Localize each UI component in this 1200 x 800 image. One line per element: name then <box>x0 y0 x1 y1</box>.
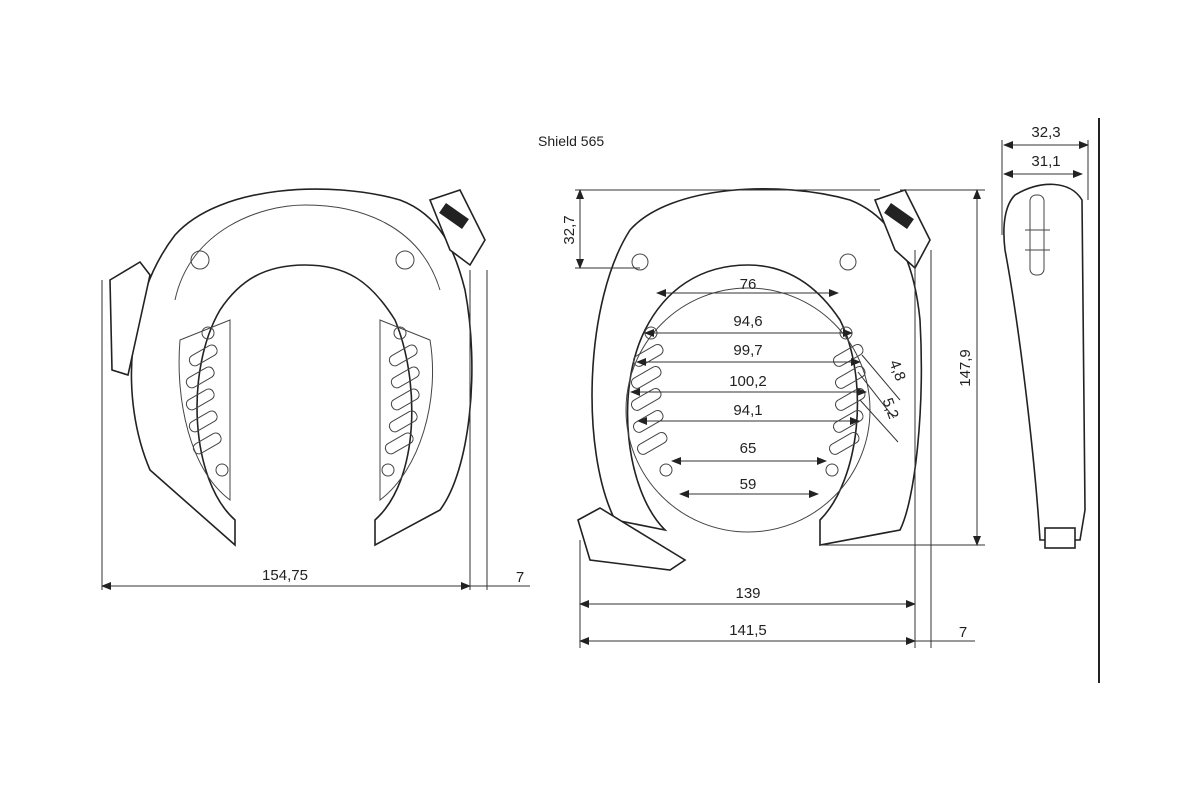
side-view-lock <box>1003 183 1086 549</box>
middle-view-lock <box>577 188 931 571</box>
dim-depth-inner: 31,1 <box>1031 153 1060 170</box>
dim-inner-width: 94,6 <box>733 313 762 330</box>
dim-inner-width: 99,7 <box>733 342 762 359</box>
front-width-dimension: 154,75 7 <box>101 270 530 590</box>
dim-slot-gap-1: 4,8 <box>886 358 909 383</box>
dim-inner-width: 59 <box>740 476 757 493</box>
dim-slot-gap-2: 5,2 <box>879 396 902 421</box>
dim-offset: 7 <box>516 569 524 586</box>
front-view-lock <box>109 188 486 547</box>
dim-depth-outer: 32,3 <box>1031 124 1060 141</box>
dim-width-outer: 141,5 <box>729 622 767 639</box>
abus-logo <box>884 203 914 229</box>
dim-top-height: 32,7 <box>561 215 578 244</box>
dim-inner-width: 76 <box>740 276 757 293</box>
dim-height: 147,9 <box>957 349 974 387</box>
middle-dimensions: 32,7 76 94,6 99,7 100,2 94,1 65 59 4,8 5… <box>561 189 985 648</box>
abus-logo <box>439 203 469 229</box>
dim-inner-width: 94,1 <box>733 402 762 419</box>
dim-inner-width: 100,2 <box>729 373 767 390</box>
dim-width: 154,75 <box>262 567 308 584</box>
dim-width-inner: 139 <box>735 585 760 602</box>
dim-offset: 7 <box>959 624 967 641</box>
side-dimensions: 32,3 31,1 <box>1001 118 1100 683</box>
drawing-title: Shield 565 <box>538 133 604 149</box>
dim-inner-width: 65 <box>740 440 757 457</box>
